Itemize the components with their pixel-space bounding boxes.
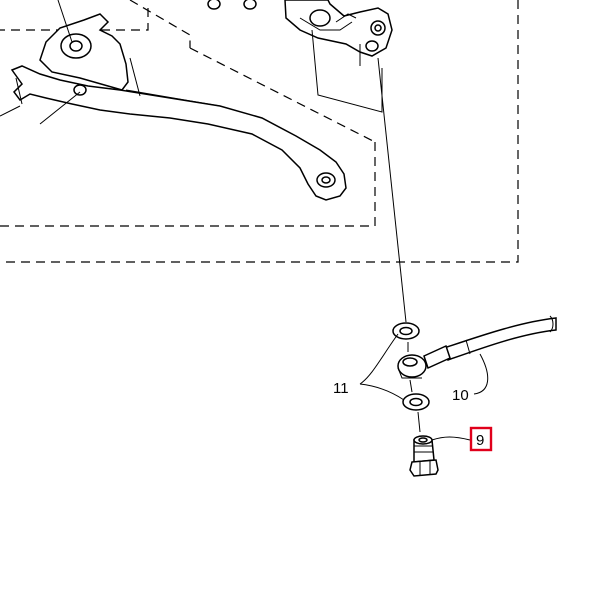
brake-lever (10, 13, 347, 201)
callout-label-11: 11 (333, 380, 349, 397)
union-bolt (409, 435, 439, 477)
callout-label-9: 9 (476, 432, 484, 449)
lever-leader-lines (0, 0, 81, 125)
brake-hose (397, 315, 557, 379)
callout-label-10: 10 (452, 387, 469, 404)
lever-bracket (207, 0, 393, 57)
callout-9-highlight-box (469, 426, 493, 452)
washer-upper (392, 322, 420, 340)
washer-lower (402, 393, 430, 411)
dashed-assembly-boundary (0, 0, 519, 263)
bracket-leader-lines (311, 29, 383, 113)
assembly-axis-line (377, 57, 421, 433)
callout-9-highlight[interactable]: 9 (469, 426, 493, 452)
callout-leaders (359, 333, 489, 441)
